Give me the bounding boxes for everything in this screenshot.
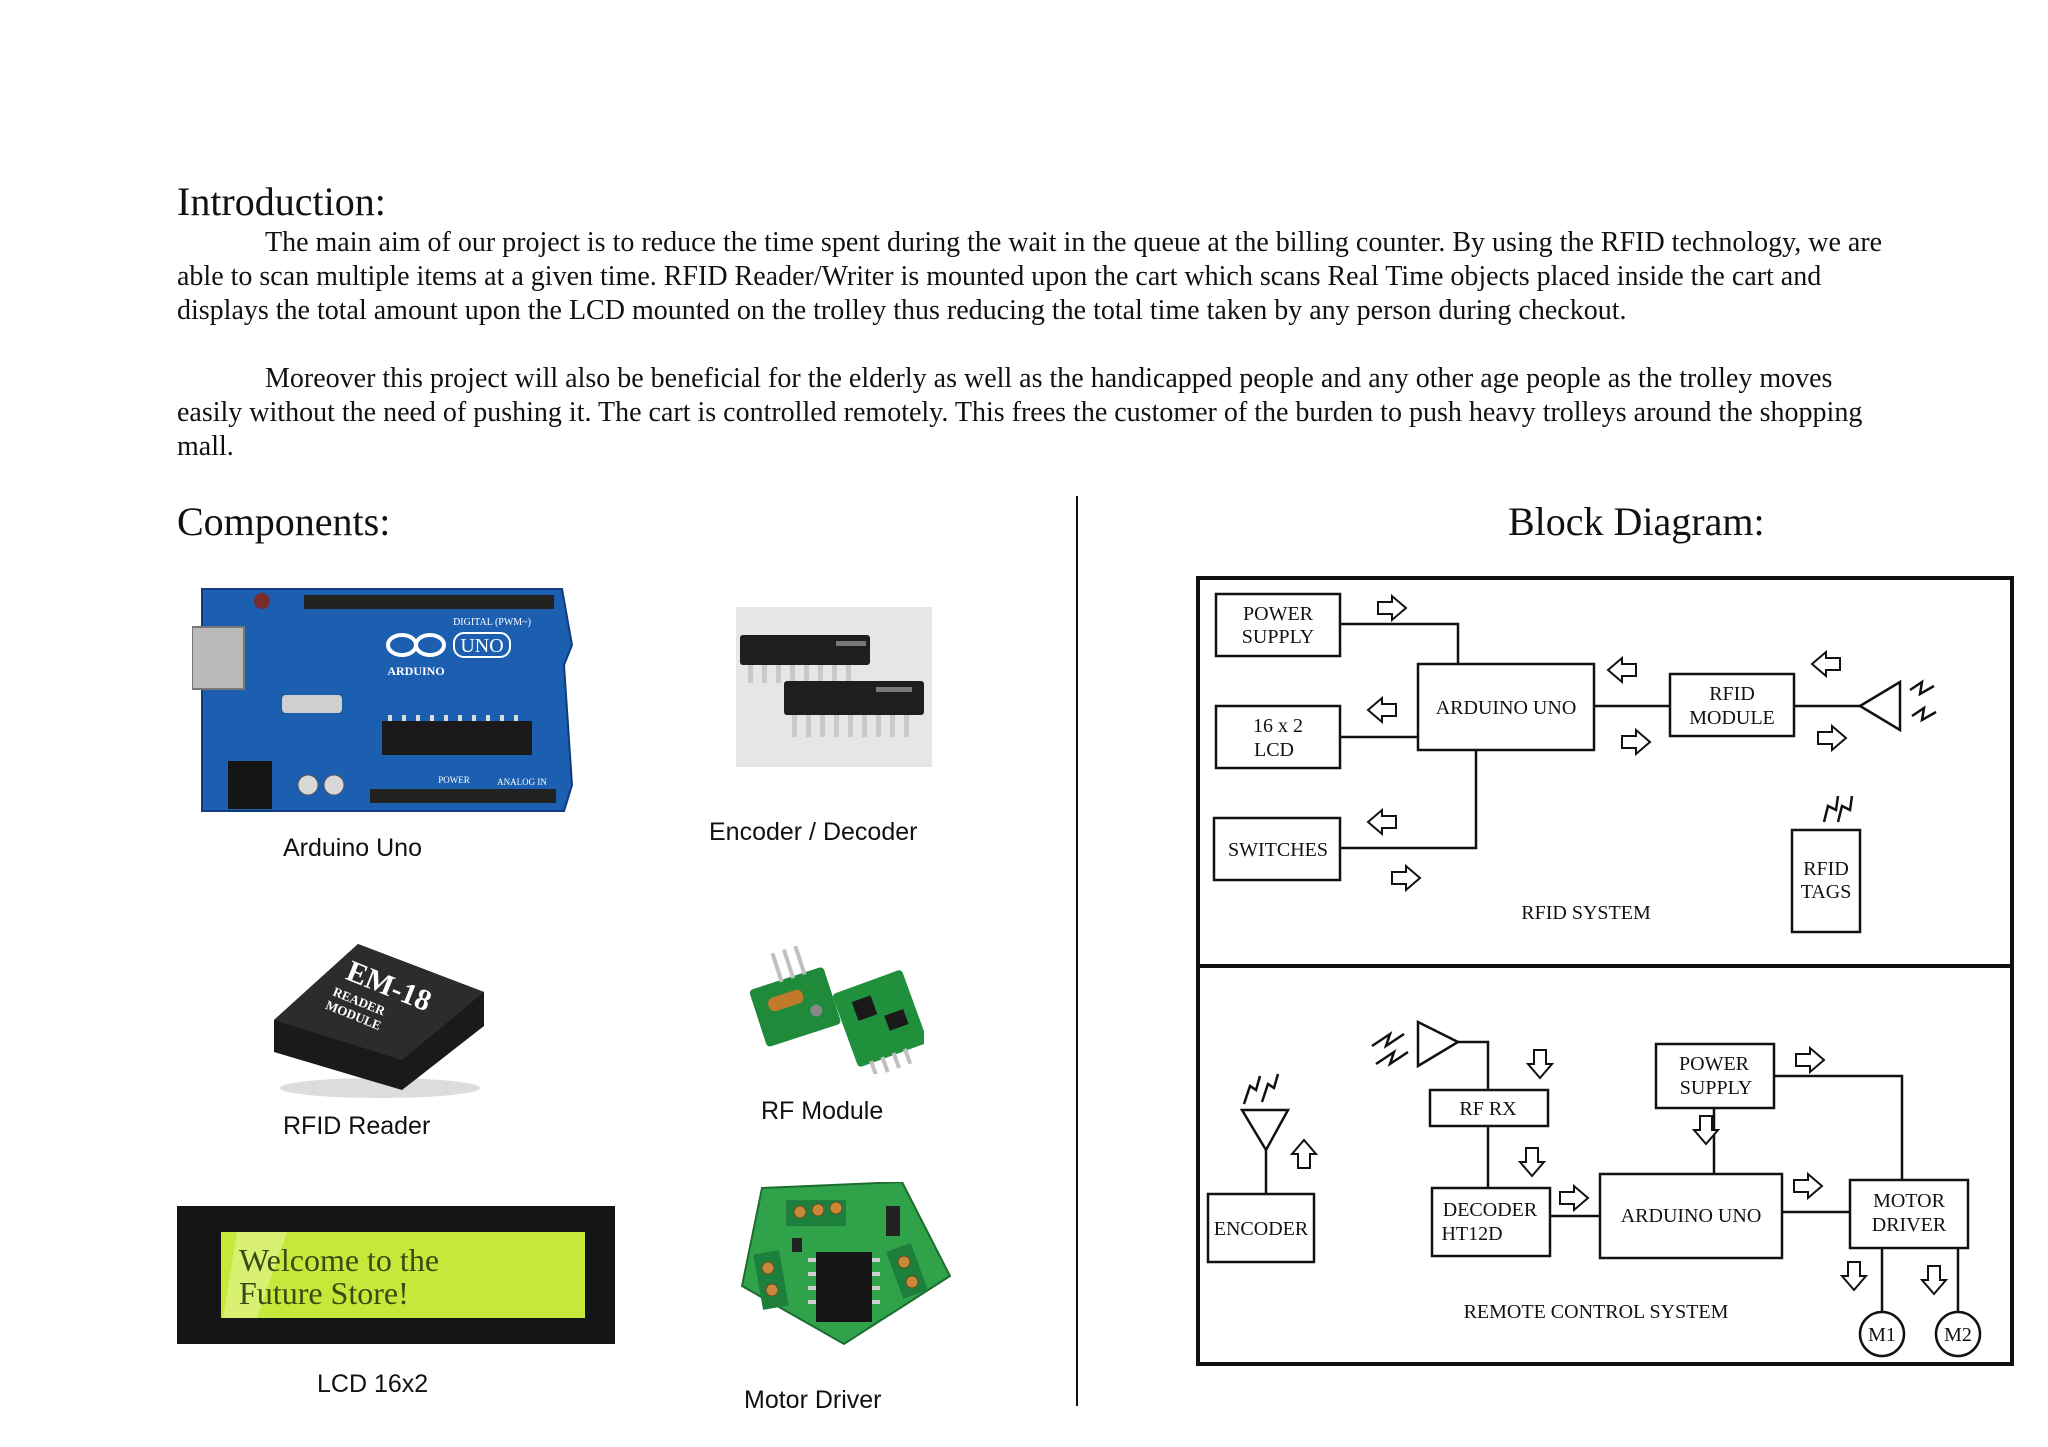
em18-rfid-module-icon: EM-18 READER MODULE xyxy=(274,944,484,1098)
power-supply-line2: SUPPLY xyxy=(1242,626,1314,648)
remote-system-label: REMOTE CONTROL SYSTEM xyxy=(1464,1301,1729,1323)
power-supply-remote-line1: POWER xyxy=(1679,1053,1750,1075)
block-diagram-heading: Block Diagram: xyxy=(1508,499,1765,544)
encoder-label: ENCODER xyxy=(1214,1218,1309,1240)
motor-m2-label: M2 xyxy=(1944,1324,1972,1346)
power-supply-line1: POWER xyxy=(1243,603,1314,625)
intro-paragraph-2: Moreover this project will also be benef… xyxy=(177,363,1863,462)
analog-pins-label: ANALOG IN xyxy=(497,777,547,787)
arduino-rfid-label: ARDUINO UNO xyxy=(1436,697,1577,719)
motor-driver-line2: DRIVER xyxy=(1872,1214,1947,1236)
arduino-brand-label: ARDUINO xyxy=(387,664,444,678)
intro-heading: Introduction: xyxy=(177,179,386,224)
caption-rf-module: RF Module xyxy=(761,1097,884,1125)
encoder-box xyxy=(1206,1192,1316,1264)
decoder-line1: DECODER xyxy=(1443,1199,1538,1221)
motor-driver-box xyxy=(1848,1178,1970,1250)
motor-m1-label: M1 xyxy=(1868,1324,1896,1346)
rfid-module-line1: RFID xyxy=(1709,683,1755,705)
motor-driver-board-icon xyxy=(740,1182,952,1346)
rfid-tags-box xyxy=(1790,828,1862,934)
components-heading: Components: xyxy=(177,499,391,544)
dip-ic-chips-icon xyxy=(736,607,932,767)
rfid-system-label: RFID SYSTEM xyxy=(1521,902,1651,924)
lcd-line2-label: LCD xyxy=(1254,739,1294,761)
switches-label: SWITCHES xyxy=(1228,839,1328,861)
block-diagram: POWER SUPPLY 16 x 2 LCD SWITCHES ARDUINO… xyxy=(1196,576,2014,1366)
rfid-tags-line1: RFID xyxy=(1803,858,1849,880)
arduino-remote-label: ARDUINO UNO xyxy=(1621,1205,1762,1227)
uno-brand-label: UNO xyxy=(460,635,503,657)
arduino-uno-board-icon: UNO ARDUINO DIGITAL (PWM~) ANALOG IN POW… xyxy=(192,585,574,815)
caption-arduino-uno: Arduino Uno xyxy=(283,834,422,862)
lcd-line1-label: 16 x 2 xyxy=(1253,715,1303,737)
rf-transmitter-receiver-icon xyxy=(749,946,924,1074)
rfid-tags-line2: TAGS xyxy=(1801,881,1852,903)
decoder-box xyxy=(1430,1186,1552,1258)
power-pins-label: POWER xyxy=(438,775,470,785)
power-supply-remote-line2: SUPPLY xyxy=(1680,1077,1752,1099)
lcd-line-2: Future Store! xyxy=(239,1275,409,1311)
digital-pins-label: DIGITAL (PWM~) xyxy=(453,617,531,628)
caption-motor-driver: Motor Driver xyxy=(744,1386,882,1414)
lcd-line-1: Welcome to the xyxy=(239,1242,439,1278)
rf-rx-label: RF RX xyxy=(1459,1098,1517,1120)
caption-lcd: LCD 16x2 xyxy=(317,1370,429,1398)
column-divider xyxy=(1076,496,1078,1406)
intro-paragraph-1: The main aim of our project is to reduce… xyxy=(177,227,1883,326)
caption-encoder-decoder: Encoder / Decoder xyxy=(709,818,918,846)
rfid-module-line2: MODULE xyxy=(1689,707,1775,729)
caption-rfid-reader: RFID Reader xyxy=(283,1112,431,1140)
motor-driver-line1: MOTOR xyxy=(1873,1190,1946,1212)
decoder-line2: HT12D xyxy=(1441,1223,1502,1245)
lcd-16x2-display-icon: Welcome to the Future Store! xyxy=(177,1206,615,1344)
